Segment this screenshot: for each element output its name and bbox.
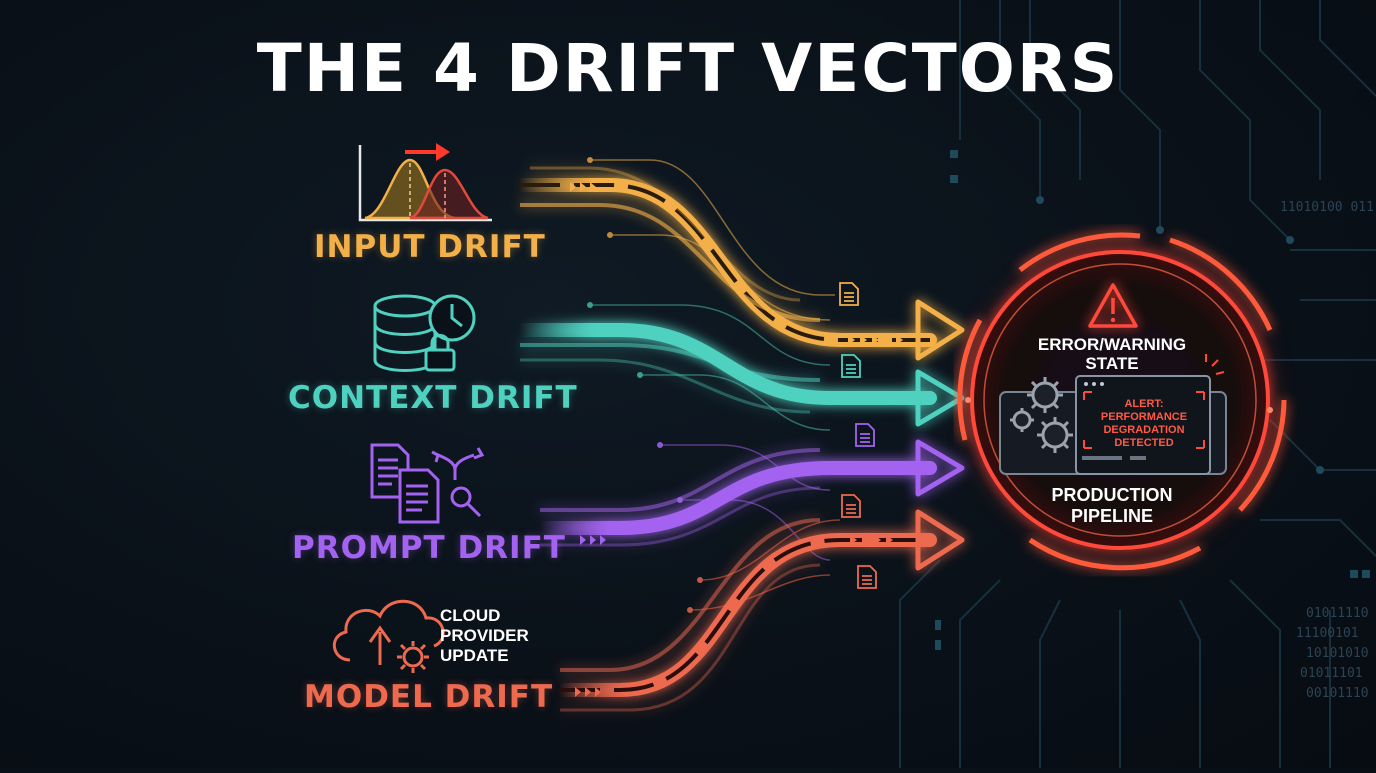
- document-icon: [855, 423, 875, 447]
- cloud-upload-gear-icon: [333, 599, 445, 673]
- warning-triangle-icon: [1088, 283, 1138, 328]
- dashboard-window-icon: [999, 354, 1227, 475]
- prompt-drift-stream: [533, 439, 965, 547]
- hub-state-line: ERROR/WARNING: [1037, 335, 1187, 354]
- model-drift-stream: [553, 509, 965, 712]
- input-drift-stream: [513, 166, 965, 361]
- gears-icon: [1010, 377, 1073, 453]
- document-icon: [857, 565, 877, 589]
- circuit-background: [899, 0, 1376, 768]
- input-drift-label: INPUT DRIFT: [314, 229, 546, 265]
- alert-line: DEGRADATION: [1103, 424, 1185, 436]
- binary-text: 11010100 011: [1280, 200, 1374, 215]
- flow-chevrons: [570, 182, 903, 697]
- model-drift-label: MODEL DRIFT: [304, 679, 554, 715]
- hub-state-line: STATE: [1085, 354, 1139, 373]
- hub-state-label: ERROR/WARNING STATE: [1012, 335, 1212, 373]
- prompt-drift-label: PROMPT DRIFT: [292, 530, 566, 566]
- documents-branch-search-icon: [370, 443, 485, 524]
- context-drift-stream: [513, 323, 965, 427]
- document-icon: [841, 354, 861, 378]
- pipeline-line: PIPELINE: [1070, 506, 1154, 526]
- cloud-note-line: UPDATE: [440, 646, 509, 665]
- document-icons: [839, 282, 877, 589]
- alert-line: DETECTED: [1114, 437, 1174, 449]
- pipeline-line: PRODUCTION: [1051, 485, 1173, 505]
- distribution-shift-icon: [358, 143, 492, 222]
- alert-line: PERFORMANCE: [1100, 411, 1188, 423]
- context-drift-label: CONTEXT DRIFT: [288, 380, 578, 416]
- cloud-note-line: PROVIDER: [440, 626, 529, 645]
- database-clock-lock-icon: [373, 294, 476, 372]
- circuit-nodes: [935, 150, 1370, 650]
- cloud-note-line: CLOUD: [440, 606, 501, 625]
- binary-text: 11100101: [1296, 626, 1359, 641]
- binary-text: 01011110: [1306, 606, 1369, 621]
- alert-message: ALERT: PERFORMANCE DEGRADATION DETECTED: [1086, 398, 1202, 450]
- page-title: THE 4 DRIFT VECTORS: [256, 30, 1120, 107]
- production-pipeline-label: PRODUCTION PIPELINE: [1012, 485, 1212, 527]
- binary-text: 10101010: [1306, 646, 1369, 661]
- binary-text: 01011101: [1300, 666, 1363, 681]
- binary-text: 00101110: [1306, 686, 1369, 701]
- alert-line: ALERT:: [1124, 398, 1164, 410]
- document-icon: [839, 282, 859, 306]
- document-icon: [841, 494, 861, 518]
- cloud-provider-update-note: CLOUD PROVIDER UPDATE: [440, 606, 529, 666]
